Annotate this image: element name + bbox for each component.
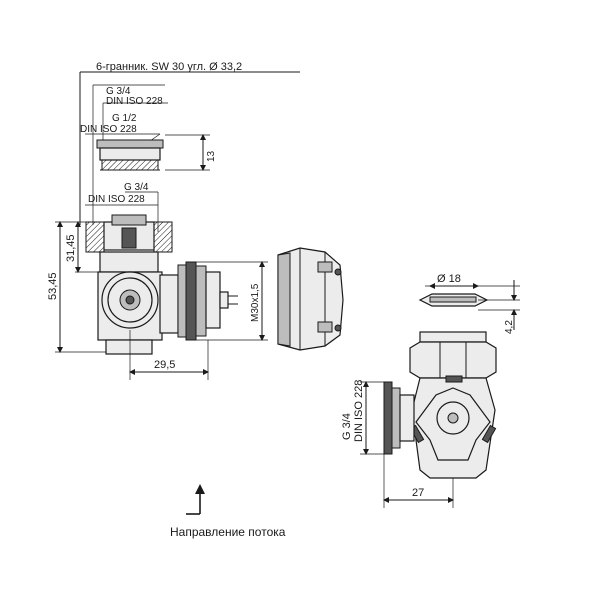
label-dim-m30: M30x1,5 [250, 283, 261, 322]
union-nut [277, 247, 344, 351]
label-dim-d18: Ø 18 [437, 273, 461, 285]
adapter-nipple [96, 139, 164, 171]
label-g34-right-b: DIN ISO 228 [353, 380, 365, 442]
side-thread [383, 381, 415, 455]
valve-body-front [409, 375, 497, 479]
label-dim-27: 27 [412, 487, 424, 499]
flow-arrow [186, 484, 205, 515]
valve-coupling [85, 214, 173, 253]
label-g34-top-a: G 3/4 [106, 86, 131, 97]
label-g34-right-a: G 3/4 [341, 413, 353, 440]
side-outlet [159, 261, 238, 341]
label-dim-295: 29,5 [154, 359, 175, 371]
label-dim-13: 13 [206, 150, 217, 162]
left-view [55, 71, 344, 380]
label-g34-top-b: DIN ISO 228 [106, 96, 163, 107]
label-g12-b: DIN ISO 228 [80, 124, 137, 135]
label-dim-42: 4,2 [504, 320, 515, 334]
label-hex: 6-гранник. SW 30 угл. Ø 33,2 [96, 61, 242, 73]
label-dim-3145: 31,45 [65, 234, 77, 262]
label-g12-a: G 1/2 [112, 113, 137, 124]
flow-direction-caption: Направление потока [170, 525, 286, 539]
cap-disk [418, 293, 489, 307]
label-dim-5345: 53,45 [47, 272, 59, 300]
label-g34-mid-a: G 3/4 [124, 182, 149, 193]
label-g34-mid-b: DIN ISO 228 [88, 194, 145, 205]
hex-ring [409, 331, 497, 379]
valve-body [97, 251, 163, 355]
right-view [360, 280, 520, 508]
